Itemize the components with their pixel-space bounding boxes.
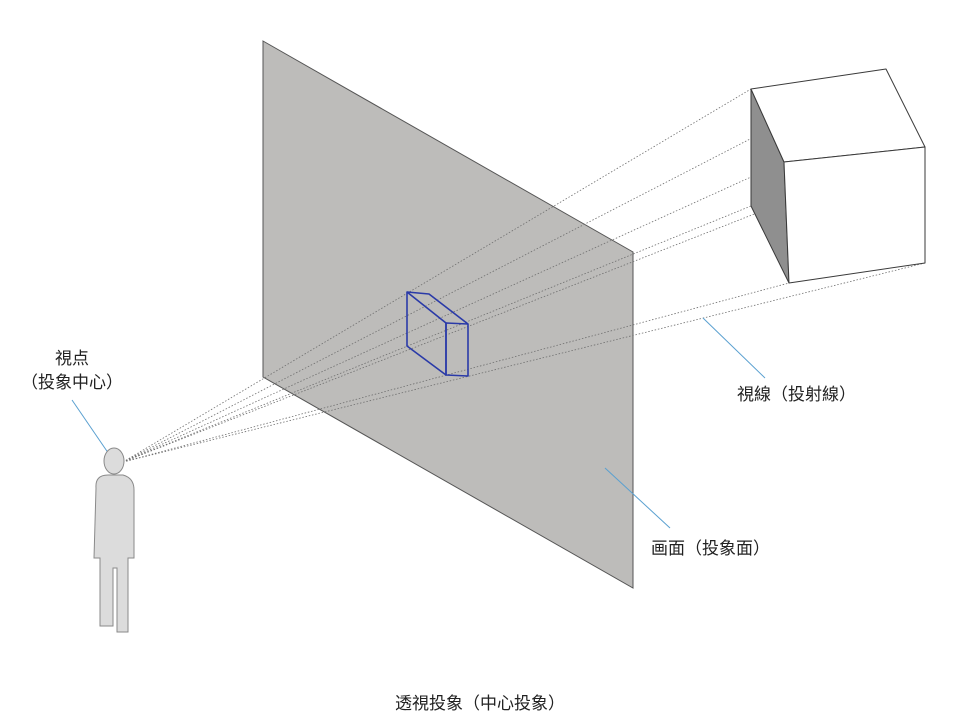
sight-line — [122, 262, 926, 463]
picture-plane-label: 画面（投象面） — [651, 539, 770, 559]
sightline-label: 視線（投射線） — [737, 385, 856, 405]
leader-sightline — [702, 317, 766, 379]
sight-line — [122, 205, 752, 463]
leader-viewpoint — [71, 399, 114, 461]
projected-box — [406, 291, 469, 377]
sight-line — [122, 282, 790, 463]
diagram-title: 透視投象（中心投象） — [395, 694, 565, 714]
sight-line — [122, 68, 887, 463]
viewpoint-label-line2: （投象中心） — [21, 373, 123, 393]
viewer-head — [103, 447, 125, 475]
cube-object — [750, 68, 926, 284]
cube-front-face — [783, 146, 926, 284]
viewer-figure — [93, 447, 135, 633]
viewpoint-label: 視点 （投象中心） — [14, 347, 130, 395]
sight-lines — [122, 68, 926, 463]
projected-box-top — [406, 291, 469, 325]
projected-box-side — [445, 322, 469, 377]
leader-plane — [604, 467, 671, 529]
sight-line — [122, 88, 752, 463]
viewpoint-label-line1: 視点 — [55, 349, 89, 369]
viewer-body — [93, 474, 135, 633]
sight-line — [122, 161, 785, 463]
leader-lines — [71, 317, 766, 529]
